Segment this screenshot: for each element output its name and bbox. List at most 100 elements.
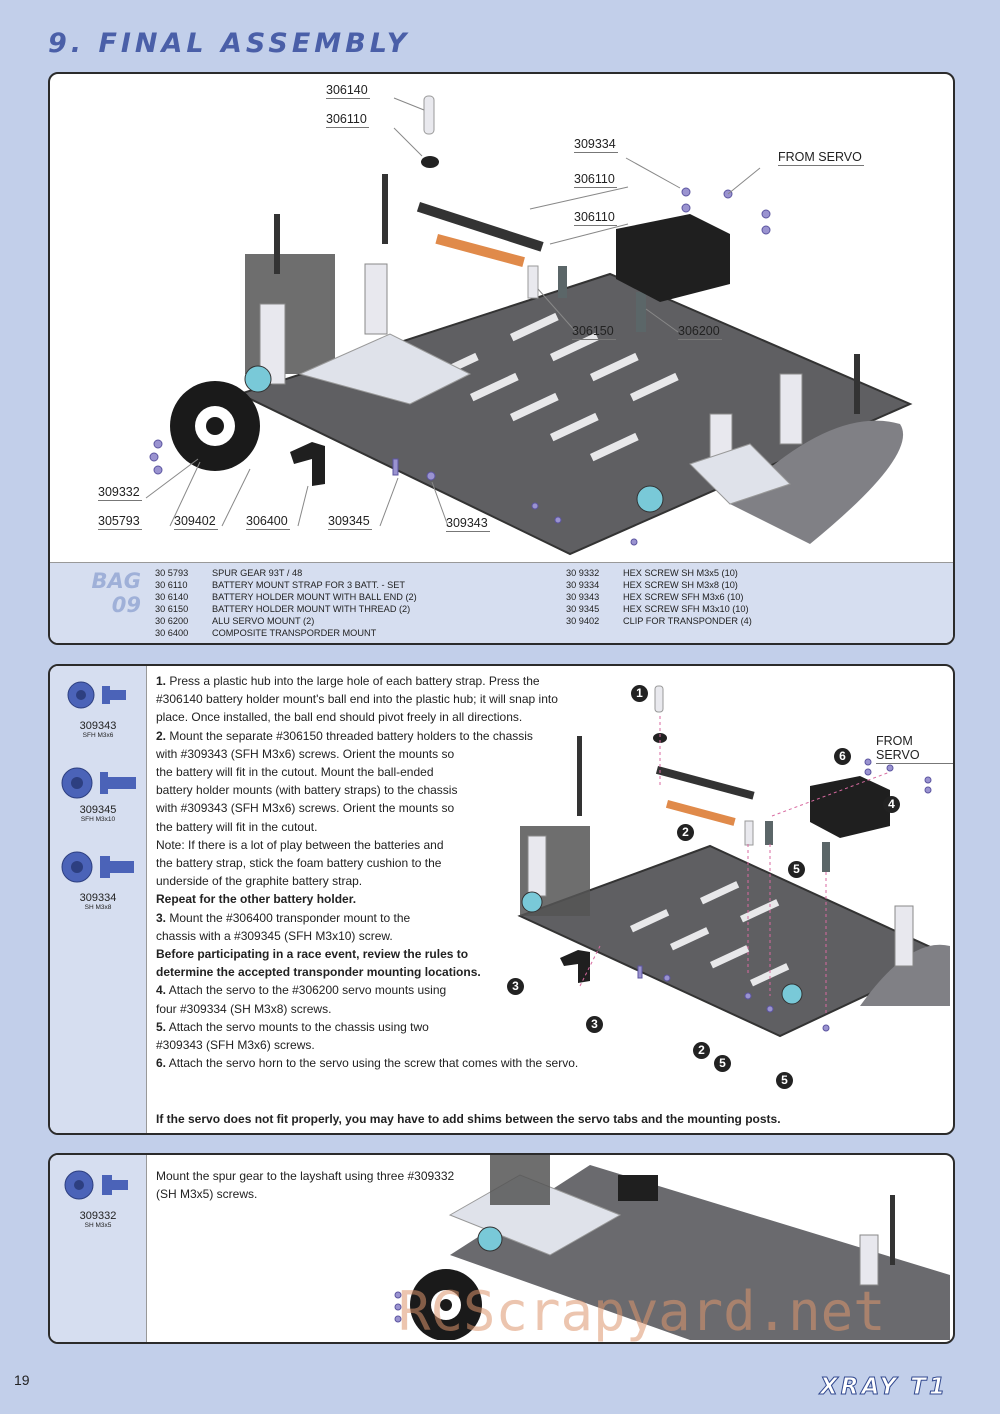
screw-309332: 309332 SH M3x5 (50, 1210, 146, 1229)
part-desc: HEX SCREW SH M3x8 (10) (623, 580, 738, 590)
marker-3: 3 (507, 978, 524, 995)
instruction-line: battery holder mounts (with battery stra… (156, 781, 596, 799)
assembly-instructions: 1. Press a plastic hub into the large ho… (156, 672, 596, 1072)
callout-306110-foam: 306110 (574, 210, 617, 226)
instruction-line: (SH M3x5) screws. (156, 1187, 258, 1202)
callout-306110-strap: 306110 (574, 172, 617, 188)
step-text: place. Once installed, the ball end shou… (156, 710, 523, 725)
callout-305793: 305793 (98, 514, 142, 530)
step-text: Mount the separate #306150 threaded batt… (166, 728, 533, 743)
part-desc: CLIP FOR TRANSPONDER (4) (623, 616, 752, 626)
step-number: 6. (156, 1056, 167, 1071)
step-text: Press a plastic hub into the large hole … (166, 674, 540, 688)
step-text: #309343 (SFH M3x6) screws. (156, 1038, 315, 1053)
instruction-line: 4. Attach the servo to the #306200 servo… (156, 981, 596, 999)
step-text: chassis with a #309345 (SFH M3x10) screw… (156, 928, 393, 943)
instruction-line: Mount the spur gear to the layshaft usin… (156, 1169, 455, 1183)
page-title: 9. FINAL ASSEMBLY (48, 28, 411, 59)
callout-from-servo: FROM SERVO (778, 150, 864, 166)
part-code: 30 6150 (155, 604, 189, 614)
instruction-line: with #309343 (SFH M3x6) screws. Orient t… (156, 799, 596, 817)
servo-shim-note: If the servo does not fit properly, you … (156, 1110, 781, 1128)
watermark: RCScrapyard.net (398, 1280, 886, 1343)
part-desc: SPUR GEAR 93T / 48 (212, 568, 303, 578)
step-text: the battery will fit in the cutout. (156, 819, 318, 834)
hex-screw-icon (64, 1170, 128, 1200)
part-code: 30 6110 (155, 580, 188, 590)
screw-309345: 309345 SFH M3x10 (50, 804, 146, 823)
part-code: 30 9345 (566, 604, 600, 614)
servo-shim-note-text: If the servo does not fit properly, you … (156, 1112, 781, 1126)
instruction-line: the battery will fit in the cutout. Moun… (156, 763, 596, 781)
spur-gear-illustration (394, 1155, 950, 1340)
battery-servo-illustration (517, 685, 950, 1038)
marker-5b: 5 (714, 1055, 731, 1072)
part-desc: HEX SCREW SFH M3x6 (10) (623, 592, 744, 602)
marker-3b: 3 (586, 1016, 603, 1033)
step-text: with #309343 (SFH M3x6) screws. Orient t… (156, 801, 455, 816)
step-text: underside of the graphite battery strap. (156, 874, 363, 889)
instruction-line: place. Once installed, the ball end shou… (156, 708, 596, 726)
instruction-line: 1. Press a plastic hub into the large ho… (156, 672, 596, 690)
hex-screw-icon (61, 767, 136, 799)
from-servo-label: FROM SERVO (876, 734, 953, 764)
instruction-line: the battery strap, stick the foam batter… (156, 854, 596, 872)
part-desc: HEX SCREW SFH M3x10 (10) (623, 604, 749, 614)
instruction-line: 5. Attach the servo mounts to the chassi… (156, 1018, 596, 1036)
bag-number: 09 (111, 593, 141, 617)
part-desc: BATTERY HOLDER MOUNT WITH THREAD (2) (212, 604, 411, 614)
step-number: 5. (156, 1019, 167, 1034)
screw-code: 309343 (79, 720, 117, 732)
step-text: #306140 battery holder mount's ball end … (156, 692, 558, 707)
screw-code: 309345 (79, 804, 117, 816)
part-code: 30 9334 (566, 580, 600, 590)
step-text: battery holder mounts (with battery stra… (156, 783, 458, 798)
part-desc: COMPOSITE TRANSPORDER MOUNT (212, 628, 377, 638)
hex-screw-icon (67, 681, 126, 709)
part-desc: HEX SCREW SH M3x5 (10) (623, 568, 738, 578)
marker-2: 2 (677, 824, 694, 841)
battery-servo-step-panel: 309343 SFH M3x6 309345 SFH M3x10 309334 … (48, 664, 955, 1135)
screw-spec: SFH M3x10 (80, 816, 116, 823)
step-number: 4. (156, 983, 167, 998)
marker-6: 6 (834, 748, 851, 765)
screw-legend-column: 309332 SH M3x5 (50, 1155, 147, 1342)
part-desc: BATTERY MOUNT STRAP FOR 3 BATT. - SET (212, 580, 405, 590)
instruction-line: #309343 (SFH M3x6) screws. (156, 1036, 596, 1054)
part-code: 30 5793 (155, 568, 189, 578)
instruction-line: Repeat for the other battery holder. (156, 890, 596, 908)
exploded-view-panel: 306140 306110 309334 FROM SERVO 306110 3… (48, 72, 955, 645)
part-desc: ALU SERVO MOUNT (2) (212, 616, 315, 626)
instruction-line: the battery will fit in the cutout. (156, 818, 596, 836)
callout-309345: 309345 (328, 514, 372, 530)
instruction-line: 2. Mount the separate #306150 threaded b… (156, 727, 596, 745)
step-text: four #309334 (SH M3x8) screws. (156, 1001, 332, 1016)
screw-code: 309332 (79, 1210, 117, 1222)
callout-306140: 306140 (326, 83, 370, 99)
callout-309343: 309343 (446, 516, 490, 532)
step-text: with #309343 (SFH M3x6) screws. Orient t… (156, 746, 455, 761)
instruction-line: Before participating in a race event, re… (156, 945, 596, 963)
instruction-line: determine the accepted transponder mount… (156, 963, 596, 981)
callout-309334: 309334 (574, 137, 618, 153)
marker-1: 1 (631, 685, 648, 702)
step-text-bold: determine the accepted transponder mount… (156, 965, 481, 980)
chassis-exploded-illustration (145, 95, 913, 556)
spur-gear-instructions: Mount the spur gear to the layshaft usin… (156, 1167, 454, 1203)
part-code: 30 6140 (155, 592, 189, 602)
instruction-line: 6. Attach the servo horn to the servo us… (156, 1054, 596, 1072)
step-text: Mount the #306400 transponder mount to t… (166, 910, 411, 925)
step-text: Attach the servo horn to the servo using… (166, 1056, 579, 1071)
marker-2b: 2 (693, 1042, 710, 1059)
step-text: Attach the servo to the #306200 servo mo… (166, 983, 447, 998)
marker-5c: 5 (776, 1072, 793, 1089)
marker-5: 5 (788, 861, 805, 878)
brand-logo: XRAY T1 (820, 1374, 948, 1401)
part-code: 30 9332 (566, 568, 600, 578)
instruction-line: #306140 battery holder mount's ball end … (156, 690, 596, 708)
step-number: 1. (156, 674, 167, 688)
instruction-line: four #309334 (SH M3x8) screws. (156, 1000, 596, 1018)
instruction-line: Note: If there is a lot of play between … (156, 836, 596, 854)
